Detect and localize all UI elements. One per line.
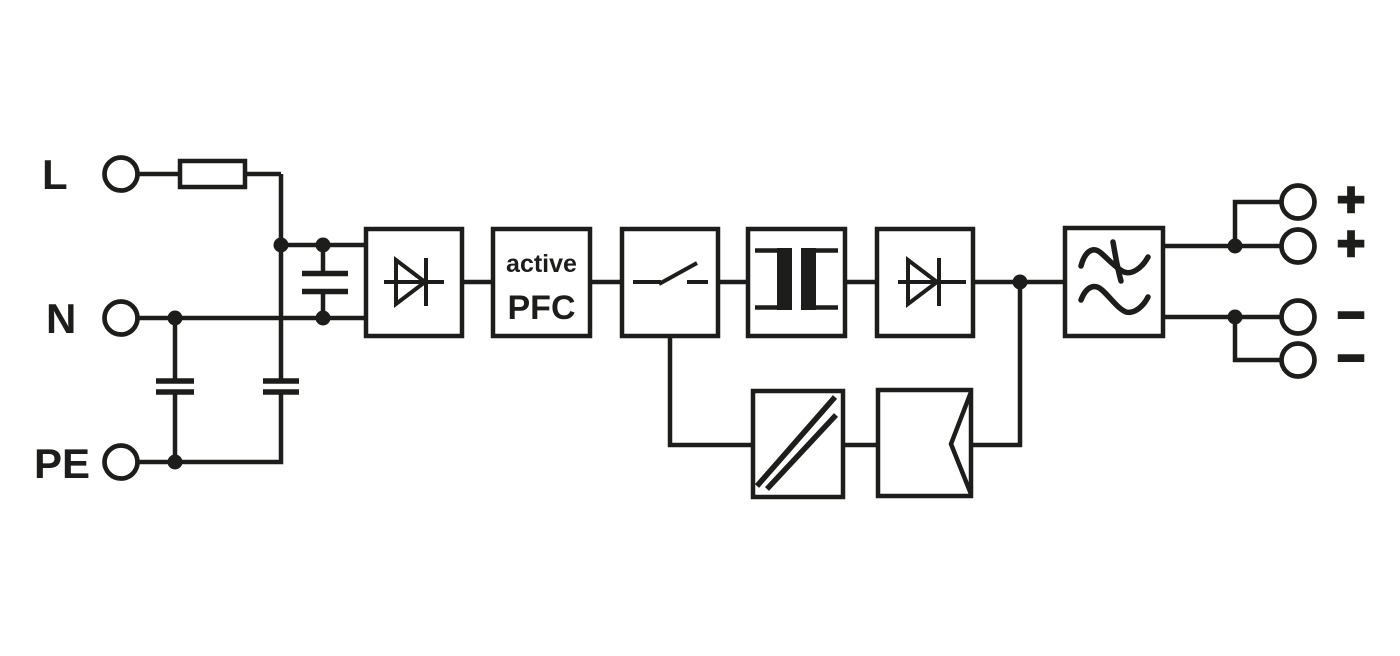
- wire-feedback-left: [667, 336, 754, 448]
- junction-dot: [167, 454, 183, 470]
- bridge-rectifier-diode-icon: [384, 255, 444, 309]
- junction-dots: [167, 237, 1243, 470]
- terminals: [102, 155, 1317, 481]
- wire-ycap2-to-pe: [137, 394, 284, 465]
- y-capacitor-icon: [156, 378, 194, 395]
- junction-dot: [315, 237, 331, 253]
- switch-open-icon: [633, 261, 708, 286]
- fuse-icon: [177, 158, 248, 190]
- terminal-minus-1: [1279, 298, 1317, 336]
- output-rectifier-diode-icon: [898, 255, 966, 309]
- junction-dot: [1012, 274, 1028, 290]
- label-minus-1: −: [1337, 289, 1365, 342]
- wire-feedback-right: [970, 282, 1023, 448]
- label-l: L: [42, 151, 68, 198]
- label-plus-2: +: [1337, 218, 1365, 271]
- junction-dot: [167, 310, 183, 326]
- wire-output-minus-stub: [1232, 317, 1282, 363]
- y-capacitor-icon: [263, 378, 299, 395]
- labels: L N PE + + − −: [34, 151, 1366, 487]
- block-symbols: active PFC: [384, 239, 1151, 495]
- junction-dot: [273, 237, 289, 253]
- block-regulator: [875, 387, 974, 499]
- regulator-chevron-icon: [948, 391, 974, 495]
- junction-dot: [1227, 309, 1243, 325]
- wire-output-plus-stub: [1232, 199, 1282, 246]
- galvanic-isolation-diagonals-icon: [754, 395, 839, 491]
- terminal-minus-2: [1279, 341, 1317, 379]
- block-transformer: [745, 226, 848, 339]
- terminal-plus-2: [1279, 227, 1317, 265]
- transformer-core-icon: [755, 248, 838, 310]
- terminal-n: [102, 299, 140, 337]
- capacitors: [156, 270, 348, 395]
- terminal-plus-1: [1279, 183, 1317, 221]
- label-plus-1: +: [1337, 174, 1365, 227]
- wires: [137, 171, 1282, 465]
- blocks: [363, 225, 1166, 500]
- output-filter-sine-icon: [1078, 239, 1151, 316]
- junction-dot: [315, 310, 331, 326]
- junction-dot: [1227, 238, 1243, 254]
- label-n: N: [46, 295, 76, 342]
- x-capacitor-icon: [302, 270, 348, 295]
- pfc-label-top: active: [506, 250, 577, 278]
- terminal-l: [102, 155, 140, 193]
- label-pe: PE: [34, 440, 90, 487]
- pfc-label-bottom: PFC: [508, 289, 576, 327]
- label-minus-2: −: [1337, 332, 1365, 385]
- terminal-pe: [102, 443, 140, 481]
- block-active-pfc: [490, 226, 593, 339]
